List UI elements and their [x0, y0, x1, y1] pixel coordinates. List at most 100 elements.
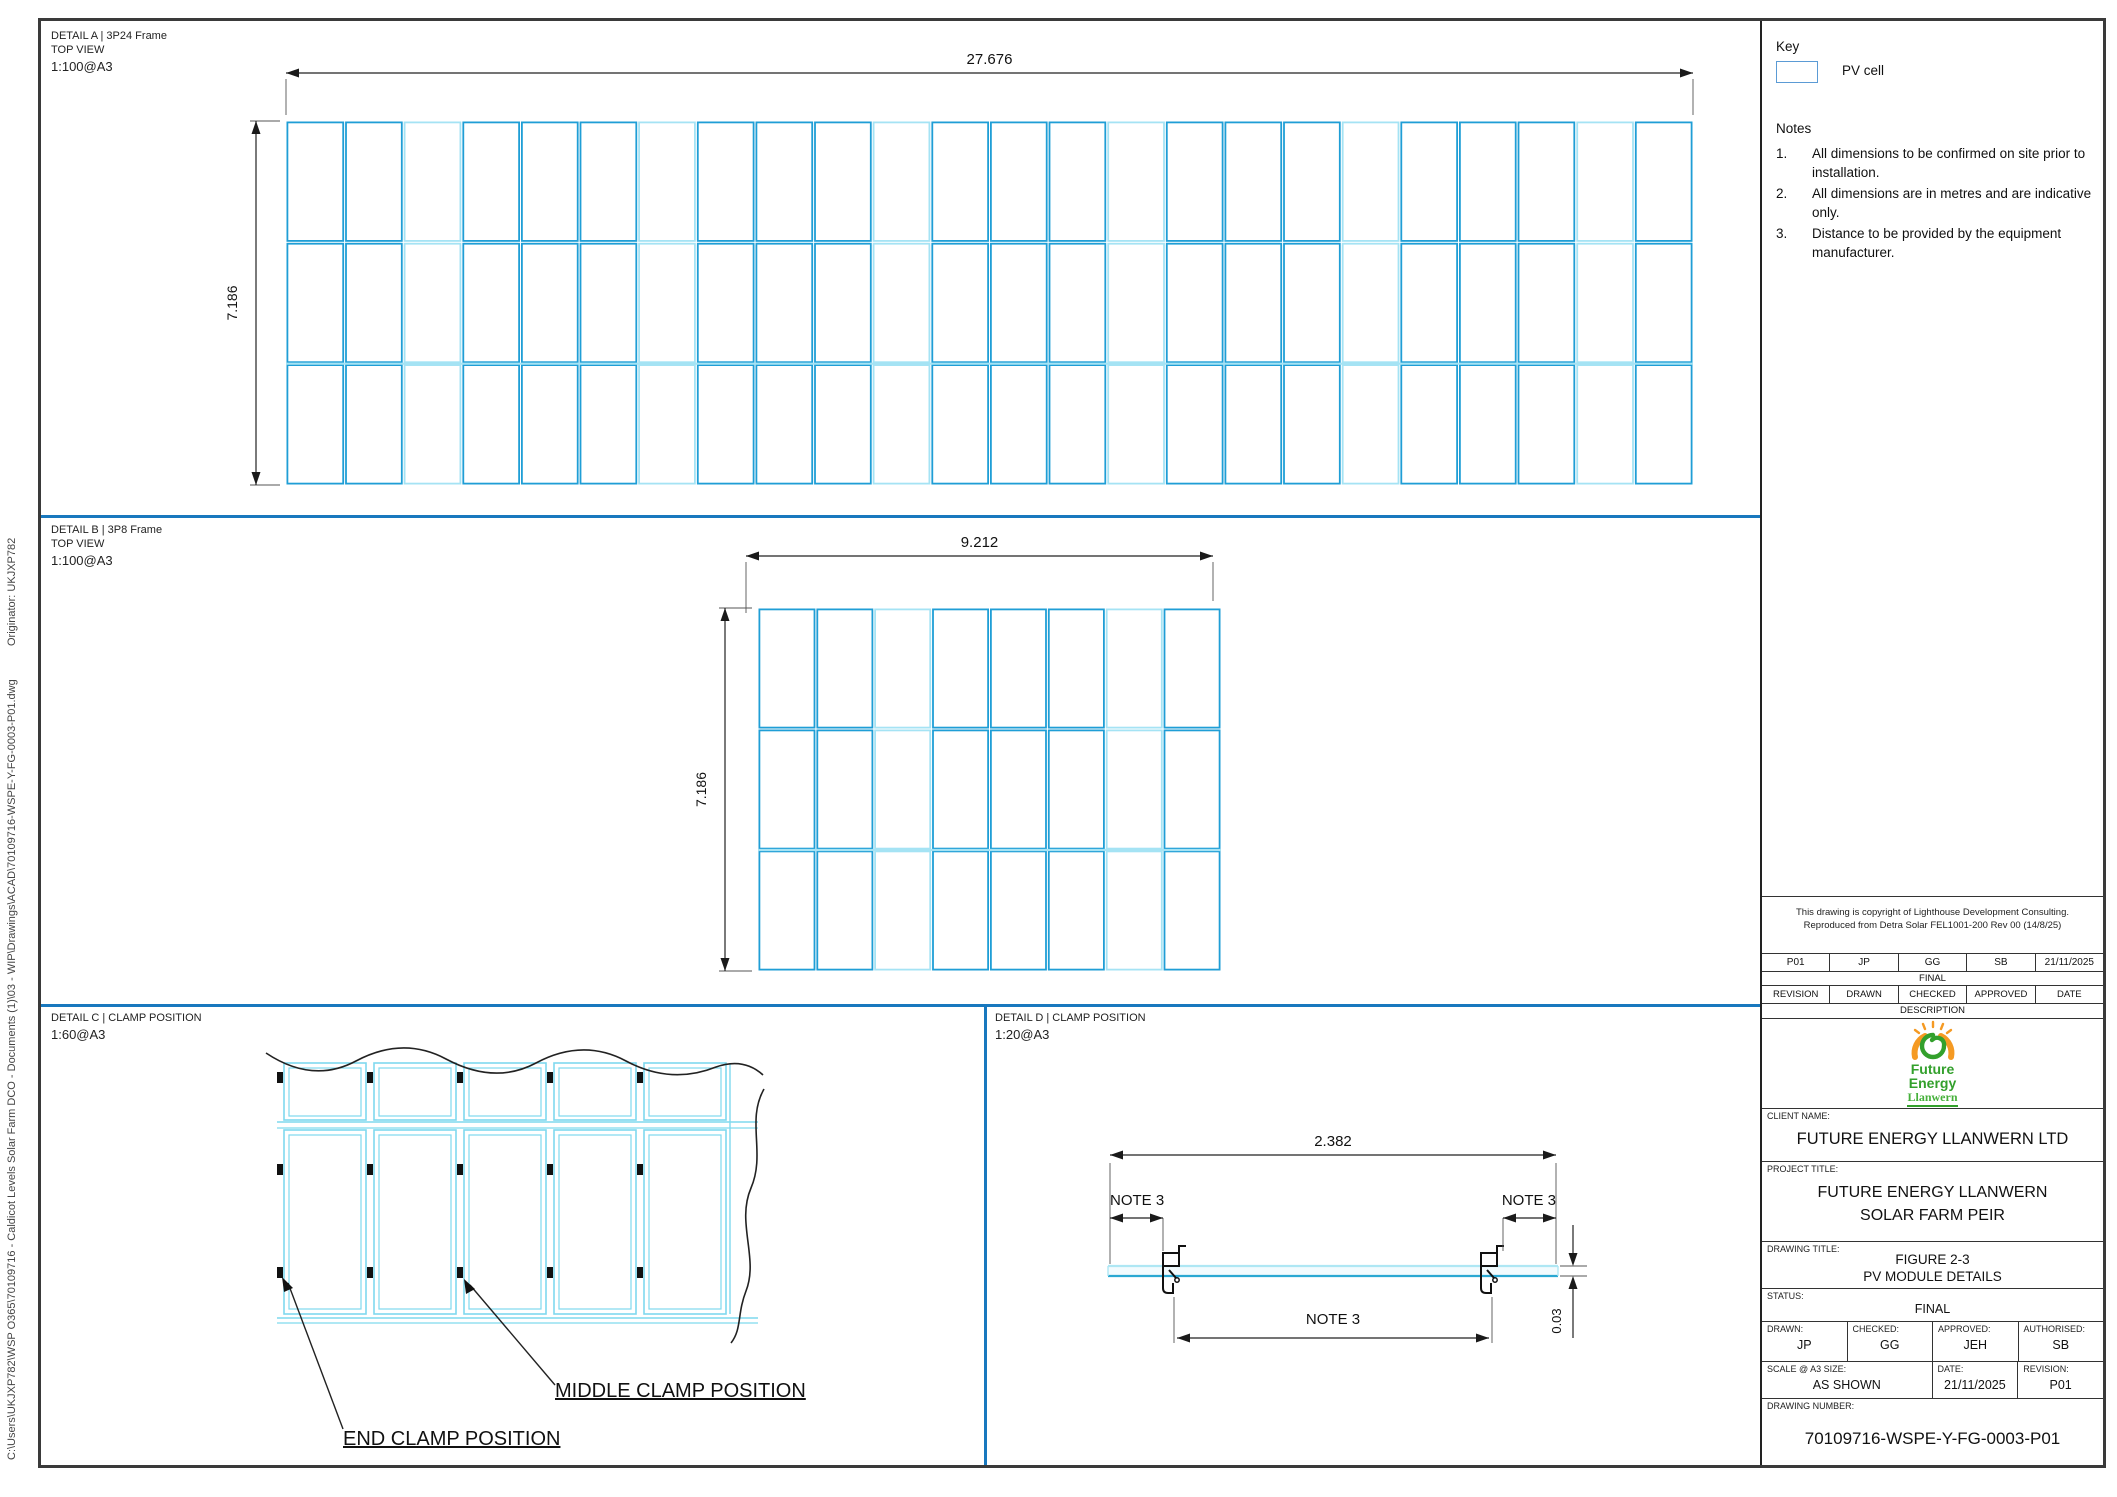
- note-number: 1.: [1776, 146, 1788, 161]
- dim-arrow: [1110, 1213, 1123, 1223]
- detail-a-scale: 1:100@A3: [51, 59, 113, 74]
- date-label: DATE:: [1937, 1364, 1964, 1374]
- pv-module-cell: [579, 364, 638, 485]
- pv-module-cell: [1341, 121, 1400, 242]
- rev-entry-description: FINAL: [1762, 972, 2103, 986]
- clamp-lip: [1178, 1245, 1186, 1253]
- drawn-label: DRAWN:: [1767, 1324, 1804, 1334]
- project-title-box: PROJECT TITLE: FUTURE ENERGY LLANWERN SO…: [1762, 1161, 2103, 1241]
- pv-module-cell: [758, 729, 816, 850]
- pv-module-cell: [462, 121, 520, 242]
- note-text: All dimensions are in metres and are ind…: [1812, 186, 2092, 220]
- pv-module-cell: [1517, 242, 1576, 364]
- pv-module-cell: [1048, 364, 1107, 485]
- pv-module-cell: [874, 608, 932, 729]
- pv-module-cell: [1634, 121, 1693, 242]
- pv-module-cell: [755, 242, 814, 364]
- clamp-mark: [367, 1072, 373, 1083]
- pv-module-cell: [932, 850, 989, 971]
- date-cell: DATE: 21/11/2025: [1933, 1362, 2019, 1398]
- clamp-flange: [1162, 1252, 1180, 1267]
- pv-module-cell: [1400, 242, 1459, 364]
- authorised-value: SB: [2052, 1338, 2070, 1352]
- notes-title: Notes: [1776, 121, 1812, 136]
- key-title: Key: [1776, 39, 1800, 54]
- logo-leaf-swirl: [1919, 1032, 1946, 1060]
- pv-module-cell: [931, 242, 989, 364]
- pv-module-cell: [696, 364, 755, 485]
- detail-c-header: DETAIL C | CLAMP POSITION 1:60@A3: [51, 1011, 202, 1042]
- pv-module-cell: [814, 364, 872, 485]
- pv-module-cell: [990, 242, 1048, 364]
- detail-b-view: TOP VIEW: [51, 538, 105, 550]
- clamp-detail: [1168, 1269, 1177, 1279]
- copyright-line1: This drawing is copyright of Lighthouse …: [1795, 907, 2069, 918]
- scale-label: SCALE @ A3 SIZE:: [1767, 1364, 1847, 1374]
- drawing-title-box: DRAWING TITLE: FIGURE 2-3 PV MODULE DETA…: [1762, 1241, 2103, 1288]
- dim-arrow: [1503, 1213, 1516, 1223]
- pv-module-cell: [638, 121, 696, 242]
- divider-bcd: [41, 1004, 1760, 1007]
- file-path-sidebar: C:\Users\UKJXP782\WSP O365\70109716 - Ca…: [6, 20, 18, 1460]
- clamp-bolt: [1492, 1277, 1498, 1283]
- drawn-value: JP: [1796, 1338, 1812, 1352]
- approved-value: JEH: [1963, 1338, 1988, 1352]
- dim-label: 9.212: [961, 534, 999, 551]
- rev-entry-approved: SB: [1967, 954, 2036, 971]
- dim-arrow: [1476, 1333, 1489, 1343]
- dim-arrow: [1150, 1213, 1163, 1223]
- pv-module-cell: [758, 850, 816, 971]
- copyright-note: This drawing is copyright of Lighthouse …: [1762, 896, 2103, 953]
- pv-module-cell: [1224, 364, 1283, 485]
- pv-module-cell: [403, 364, 462, 485]
- dim-arrow: [1543, 1213, 1556, 1223]
- pv-module-cell: [1047, 729, 1105, 850]
- pv-module-cell: [696, 121, 755, 242]
- pv-module-cell: [1165, 121, 1224, 242]
- clamp-flange: [1480, 1252, 1498, 1267]
- detail-b-title: DETAIL B | 3P8 Frame: [51, 524, 163, 536]
- pv-module-cell: [1400, 121, 1459, 242]
- revision-table: P01 JP GG SB 21/11/2025 FINAL REVISION D…: [1762, 953, 2103, 1018]
- dim-arrow: [720, 608, 730, 621]
- pv-module-cell: [462, 364, 520, 485]
- clamp-mark: [367, 1267, 373, 1278]
- pv-module-cell: [990, 729, 1047, 850]
- checked-label: CHECKED:: [1852, 1324, 1900, 1334]
- end-clamp-label: END CLAMP POSITION: [343, 1428, 560, 1450]
- clamp-lip: [1496, 1245, 1504, 1253]
- clamp-mark: [637, 1164, 643, 1175]
- detail-a-title: DETAIL A | 3P24 Frame: [51, 30, 167, 42]
- pv-module-outline: [648, 1134, 722, 1310]
- dim-arrow: [1680, 68, 1693, 78]
- pv-module-cell: [1107, 242, 1165, 364]
- detail-a-view: TOP VIEW: [51, 44, 105, 56]
- clamp-mark: [637, 1072, 643, 1083]
- pv-module-cell: [1105, 850, 1163, 971]
- pv-module-cell: [990, 121, 1048, 242]
- scale-date-rev-row: SCALE @ A3 SIZE: AS SHOWN DATE: 21/11/20…: [1762, 1361, 2103, 1398]
- drawing-number-box: DRAWING NUMBER: 70109716-WSPE-Y-FG-0003-…: [1762, 1398, 2103, 1465]
- pv-module-cell: [1048, 242, 1107, 364]
- pv-module-cell: [1047, 850, 1105, 971]
- pv-module-cell: [638, 364, 696, 485]
- pv-module-cell: [872, 364, 931, 485]
- pv-module-cell: [579, 242, 638, 364]
- drawn-cell: DRAWN: JP: [1762, 1322, 1848, 1361]
- project-title-line2: SOLAR FARM PEIR: [1860, 1207, 2005, 1224]
- pv-module-cell: [874, 729, 932, 850]
- scale-cell: SCALE @ A3 SIZE: AS SHOWN: [1762, 1362, 1933, 1398]
- break-line-right: [730, 1088, 765, 1344]
- pv-module-outline: [378, 1067, 452, 1117]
- pv-module-cell: [990, 850, 1047, 971]
- pv-module-cell: [1517, 364, 1576, 485]
- dim-arrow: [286, 68, 299, 78]
- drawing-number-value: 70109716-WSPE-Y-FG-0003-P01: [1804, 1429, 2061, 1448]
- pv-module-cell: [816, 850, 874, 971]
- detail-d-title: DETAIL D | CLAMP POSITION: [995, 1012, 1146, 1024]
- pv-module-cell: [816, 608, 874, 729]
- pv-module-cell: [1105, 608, 1163, 729]
- clamp-mark: [547, 1072, 553, 1083]
- pv-module-cell: [1163, 608, 1221, 729]
